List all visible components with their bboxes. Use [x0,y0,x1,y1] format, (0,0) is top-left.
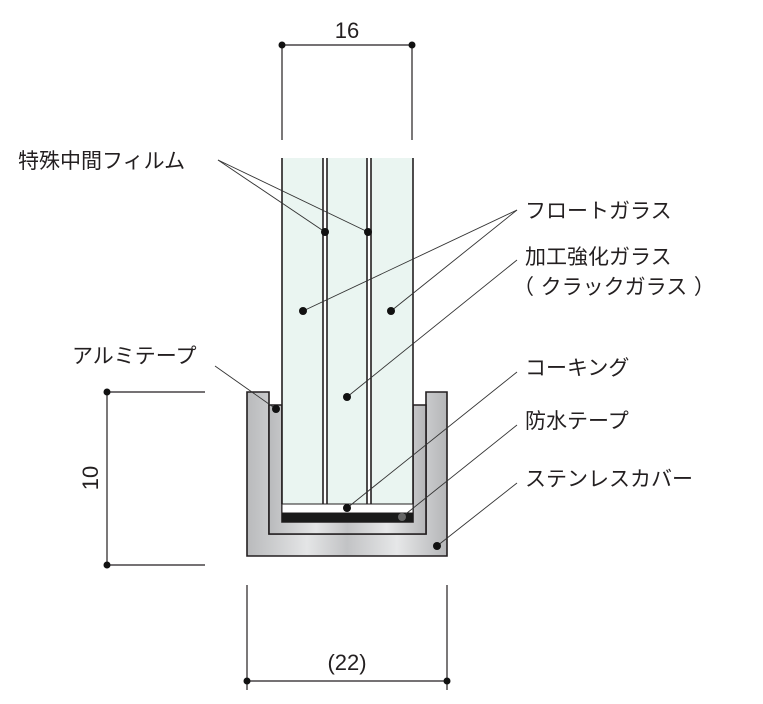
leader-lines [214,159,518,550]
dimension-value: 10 [78,466,103,490]
dimension-cover-width: (22) [243,585,451,690]
label-tempered-glass: 加工強化ガラス [525,245,672,269]
label-aluminum-tape: アルミテープ [72,344,197,368]
label-caulking: コーキング [525,356,629,380]
label-interlayer-film: 特殊中間フィルム [18,149,185,173]
dimension-value: (22) [327,650,366,675]
label-float-glass: フロートガラス [525,199,672,223]
dimension-glass-thickness: 16 [278,18,416,140]
laminated-glass [281,158,414,504]
label-stainless-cover: ステンレスカバー [525,467,693,491]
label-tempered-glass-sub: （ クラックガラス ） [513,275,715,299]
dimension-embed-depth: 10 [78,388,205,569]
waterproof-tape [282,513,413,522]
dimension-value: 16 [335,18,359,43]
label-waterproof-tape: 防水テープ [525,409,629,433]
